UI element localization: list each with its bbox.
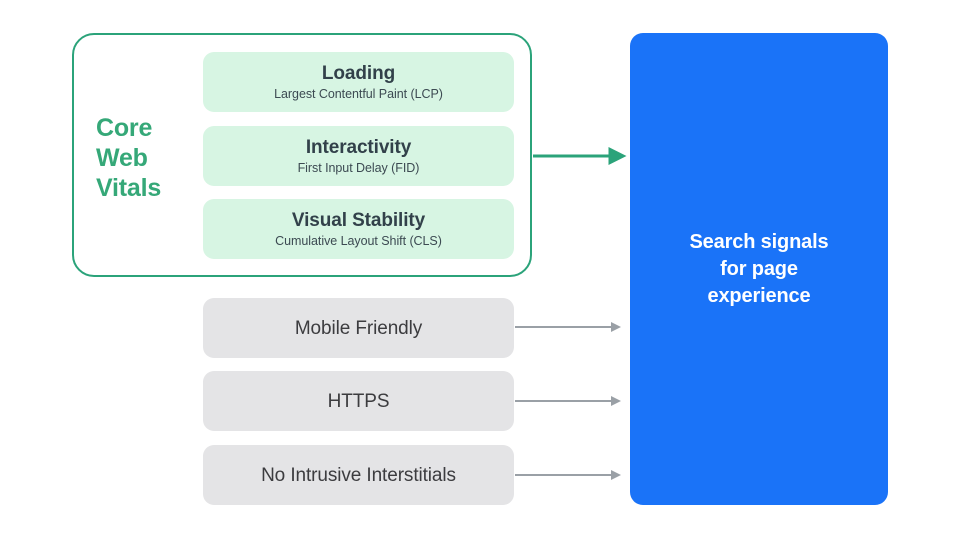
- metric-card-title: Loading: [321, 63, 396, 84]
- signal-box-label: No Intrusive Interstitials: [261, 464, 456, 486]
- metric-card-visual-stability[interactable]: Visual Stability Cumulative Layout Shift…: [203, 199, 514, 259]
- signal-box-label: Mobile Friendly: [294, 317, 423, 339]
- metric-card-interactivity[interactable]: Interactivity First Input Delay (FID): [203, 126, 514, 186]
- core-web-vitals-group: [72, 33, 532, 277]
- signal-box-label: HTTPS: [327, 390, 390, 412]
- metric-card-subtitle: Cumulative Layout Shift (CLS): [275, 234, 442, 248]
- metric-card-title: Interactivity: [305, 137, 412, 158]
- search-signals-result-box[interactable]: Search signals for page experience: [630, 33, 888, 505]
- metric-card-subtitle: First Input Delay (FID): [297, 161, 420, 175]
- core-web-vitals-group-label: Core Web Vitals: [96, 114, 162, 202]
- metric-card-title: Visual Stability: [291, 210, 426, 231]
- metric-card-loading[interactable]: Loading Largest Contentful Paint (LCP): [203, 52, 514, 112]
- signal-box-mobile-friendly[interactable]: Mobile Friendly: [203, 298, 514, 358]
- metric-card-subtitle: Largest Contentful Paint (LCP): [274, 87, 443, 101]
- search-signals-result-label: Search signals for page experience: [689, 230, 829, 307]
- signal-box-https[interactable]: HTTPS: [203, 371, 514, 431]
- signal-box-no-intrusive-interstitials[interactable]: No Intrusive Interstitials: [203, 445, 514, 505]
